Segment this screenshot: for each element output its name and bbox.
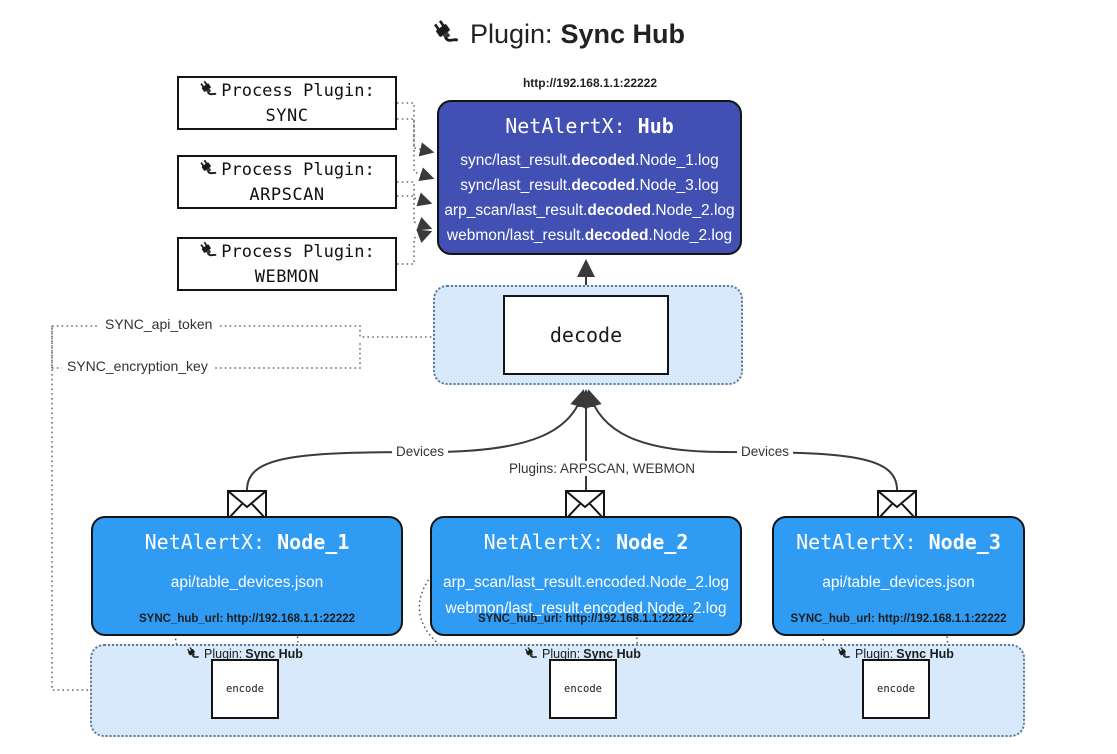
plug-icon (524, 645, 539, 663)
process-plugin-line2: SYNC (265, 106, 309, 126)
process-plugin-box-arpscan[interactable]: Process Plugin: ARPSCAN (177, 155, 397, 209)
encoder-label-prefix: Plugin: (855, 647, 894, 661)
node-footer: SYNC_hub_url: http://192.168.1.1:22222 (790, 613, 1007, 625)
page-title-name: Sync Hub (560, 19, 686, 49)
page-title: Plugin: Sync Hub (0, 16, 1117, 53)
process-plugin-line1: Process Plugin: (221, 81, 375, 102)
hub-title-name: Hub (637, 114, 674, 138)
encode-box-3[interactable]: encode (862, 659, 930, 719)
encoder-label-name: Sync Hub (896, 647, 954, 661)
node-line-list: api/table_devices.json (93, 570, 401, 596)
node-line: api/table_devices.json (822, 574, 975, 591)
node-line-list: arp_scan/last_result.encoded.Node_2.log … (432, 570, 740, 621)
process-plugin-box-sync[interactable]: Process Plugin: SYNC (177, 76, 397, 130)
devices-left-label: Devices (392, 444, 449, 459)
hub-log-line: sync/last_result.decoded.Node_1.log (460, 152, 719, 169)
plug-icon (199, 78, 219, 105)
encoder-label-2: Plugin: Sync Hub (524, 645, 641, 663)
decode-box[interactable]: decode (503, 295, 669, 375)
plug-icon (199, 239, 219, 266)
envelope-icon (565, 490, 605, 525)
node-title: NetAlertX: Node_2 (483, 530, 689, 554)
devices-right-label: Devices (737, 444, 794, 459)
hub-box[interactable]: NetAlertX: Hub sync/last_result.decoded.… (437, 100, 742, 255)
node-footer: SYNC_hub_url: http://192.168.1.1:22222 (477, 613, 695, 625)
node-title: NetAlertX: Node_1 (144, 530, 350, 554)
encode-box-1[interactable]: encode (211, 659, 279, 719)
node-footer: SYNC_hub_url: http://192.168.1.1:22222 (138, 613, 356, 625)
node-line: arp_scan/last_result.encoded.Node_2.log (442, 574, 730, 591)
hub-title: NetAlertX: Hub (505, 114, 674, 138)
plug-icon (186, 645, 201, 663)
encoder-label-1: Plugin: Sync Hub (186, 645, 303, 663)
encode-box-2[interactable]: encode (549, 659, 617, 719)
envelope-icon (877, 490, 917, 525)
process-plugin-line2: ARPSCAN (249, 185, 325, 205)
hub-log-list: sync/last_result.decoded.Node_1.log sync… (439, 148, 740, 248)
encoder-label-prefix: Plugin: (204, 647, 243, 661)
node-line-list: api/table_devices.json (774, 570, 1023, 596)
encoder-label-prefix: Plugin: (542, 647, 581, 661)
node-box-node-3[interactable]: NetAlertX: Node_3 api/table_devices.json… (772, 516, 1025, 636)
node-box-node-2[interactable]: NetAlertX: Node_2 arp_scan/last_result.e… (430, 516, 742, 636)
encoder-label-3: Plugin: Sync Hub (837, 645, 954, 663)
process-plugin-line1: Process Plugin: (221, 242, 375, 263)
encoder-label-name: Sync Hub (245, 647, 303, 661)
node-line: webmon/last_result.encoded.Node_2.log (445, 599, 727, 617)
hub-url-label: http://192.168.1.1:22222 (522, 76, 658, 90)
hub-log-line: webmon/last_result.decoded.Node_2.log (446, 227, 733, 245)
process-plugin-line2: WEBMON (254, 267, 320, 287)
hub-title-prefix: NetAlertX: (505, 114, 626, 138)
process-plugin-line1: Process Plugin: (221, 160, 375, 181)
sync-api-token-label: SYNC_api_token (100, 316, 218, 332)
sync-encryption-key-label: SYNC_encryption_key (62, 358, 213, 374)
plug-icon (837, 645, 852, 663)
node-title: NetAlertX: Node_3 (796, 530, 1001, 554)
plug-icon (199, 157, 219, 184)
encoder-label-name: Sync Hub (583, 647, 641, 661)
node-line: api/table_devices.json (170, 574, 324, 591)
plug-icon (432, 16, 462, 53)
node-box-node-1[interactable]: NetAlertX: Node_1 api/table_devices.json… (91, 516, 403, 636)
hub-log-line: sync/last_result.decoded.Node_3.log (460, 177, 719, 195)
hub-log-line: arp_scan/last_result.decoded.Node_2.log (444, 202, 735, 220)
plugins-center-label: Plugins: ARPSCAN, WEBMON (505, 461, 700, 476)
process-plugin-box-webmon[interactable]: Process Plugin: WEBMON (177, 237, 397, 291)
page-title-prefix: Plugin: (469, 19, 553, 49)
